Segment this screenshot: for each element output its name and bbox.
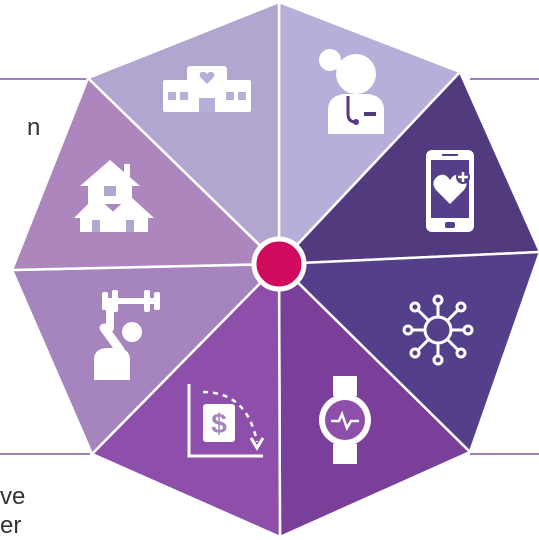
smartwatch-icon: [319, 376, 371, 464]
fitness-icon: [94, 290, 160, 380]
hospital-icon: [163, 66, 251, 112]
side-text-top: n: [27, 114, 41, 141]
network-icon: [402, 294, 474, 366]
houses-icon: [74, 160, 154, 232]
phone-heart-icon: [426, 150, 474, 232]
side-text-bottom-2: er: [0, 512, 22, 539]
center-hub: [251, 236, 307, 292]
doctor-icon: [319, 49, 384, 134]
side-text-bottom-1: ve: [0, 483, 26, 510]
segment-community: [86, 0, 281, 266]
svg-text:$: $: [211, 408, 227, 439]
decor-lines: [0, 78, 539, 455]
cost-decline-icon: $: [187, 384, 265, 458]
